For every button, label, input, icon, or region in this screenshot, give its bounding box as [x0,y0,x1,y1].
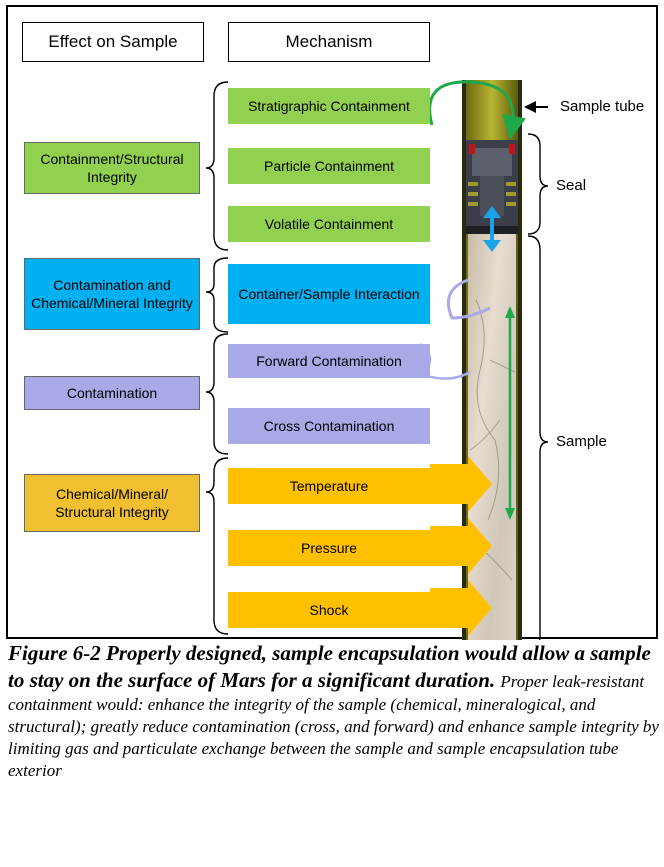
effect-containment-structural: Containment/Structural Integrity [24,142,200,194]
tube-braces [527,133,549,640]
caption-body: Proper leak-resistant containment would:… [8,672,659,780]
mechanism-pressure: Pressure [228,530,430,566]
mechanism-container-sample-interaction: Container/Sample Interaction [228,264,430,324]
effect-contamination-chemical: Contamination and Chemical/Mineral Integ… [24,258,200,330]
mechanism-header: Mechanism [228,22,430,62]
effect-chemical-mineral-structural: Chemical/Mineral/ Structural Integrity [24,474,200,532]
mechanism-temperature: Temperature [228,468,430,504]
figure-caption: Figure 6-2 Properly designed, sample enc… [8,640,662,782]
sample-tube-graphic [462,80,522,640]
interaction-arrow [447,278,491,320]
figure-frame [6,5,658,639]
mechanism-particle-containment: Particle Containment [228,148,430,184]
diagram-graphics [205,80,549,640]
mechanism-stratigraphic-containment: Stratigraphic Containment [228,88,430,124]
caption-title: Figure 6-2 Properly designed, sample enc… [8,641,651,692]
mechanism-forward-contamination: Forward Contamination [228,344,430,378]
mechanism-shock: Shock [228,592,430,628]
sample-label: Sample [556,433,607,450]
shock-arrow [430,580,492,636]
seal-label: Seal [556,177,587,194]
sample-tube-label: Sample tube [560,98,645,115]
effect-contamination: Contamination [24,376,200,410]
mechanism-braces [205,81,229,635]
stratigraphic-arrow [428,80,526,140]
temperature-arrow [430,456,492,512]
pressure-arrow [430,518,492,574]
mechanism-cross-contamination: Cross Contamination [228,408,430,444]
effect-header: Effect on Sample [22,22,204,62]
mechanism-volatile-containment: Volatile Containment [228,206,430,242]
